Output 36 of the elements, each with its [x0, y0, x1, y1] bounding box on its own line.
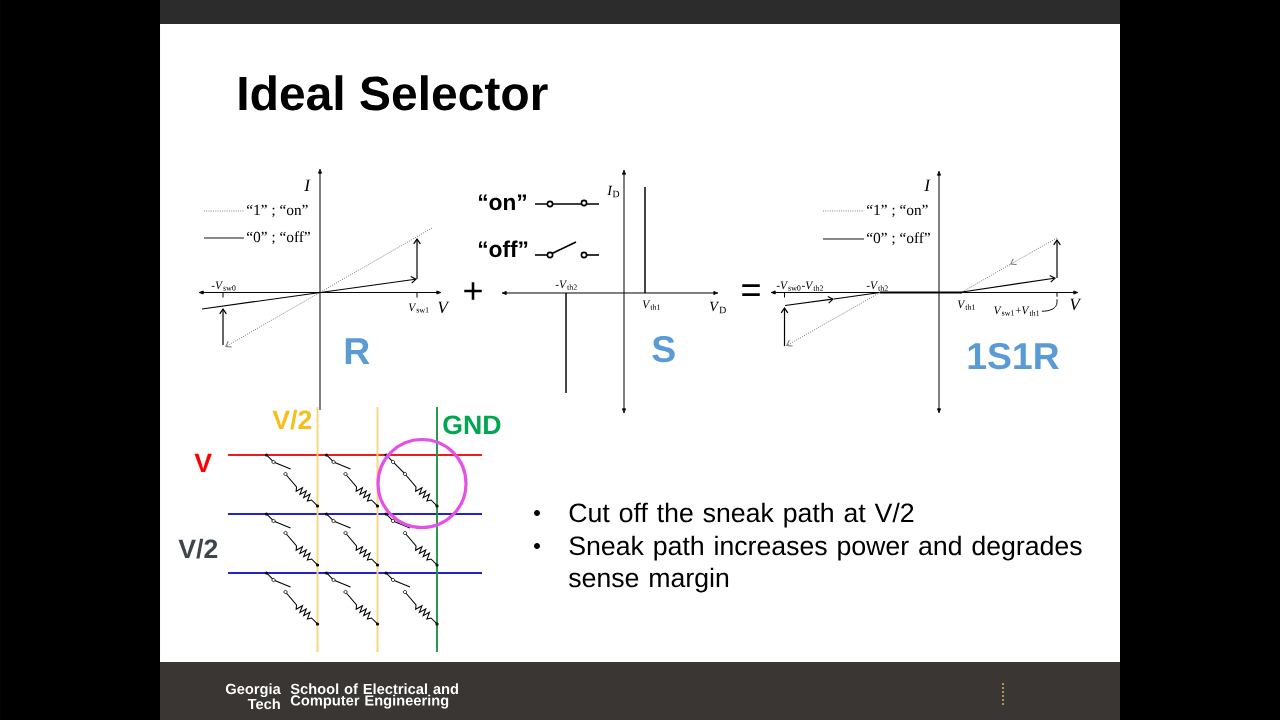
plus-sign: +	[464, 282, 482, 300]
device-label: 1S1R	[968, 342, 1059, 370]
tick-label: V$_{sw1}$+V$_{th1}$	[994, 306, 1040, 316]
voltage-label: V/2	[272, 409, 312, 430]
switch-label: “off”	[478, 240, 528, 258]
axis-label: I$_{D}$	[607, 185, 620, 198]
footer-text: Georgia Tech	[225, 683, 281, 710]
tick-label: V$_{th1}$	[642, 300, 660, 310]
legend-text: “0” ; “off”	[247, 231, 310, 245]
voltage-label: GND	[443, 415, 501, 435]
axis-label: I	[924, 179, 931, 191]
legend-text: “1” ; “on”	[247, 204, 308, 218]
bullet-text: Sneak path increases power and degrades sense margin	[569, 535, 1082, 593]
axis-label: I	[304, 179, 311, 191]
axis-label: V	[1070, 298, 1082, 311]
device-label: S	[652, 335, 675, 363]
legend-text: “0” ; “off”	[867, 232, 930, 246]
legend-text: “1” ; “on”	[867, 204, 928, 218]
tick-label: V$_{th1}$	[957, 300, 975, 310]
tick-label: -V$_{sw0}$	[211, 281, 236, 291]
axis-label: V	[438, 301, 450, 314]
device-label: R	[345, 338, 370, 364]
voltage-label: V	[194, 453, 212, 472]
axis-label: V$_{D}$	[710, 301, 726, 314]
equals-sign: =	[742, 284, 760, 296]
title: Ideal Selector	[239, 75, 548, 111]
voltage-label: V/2	[178, 538, 218, 559]
switch-label: “on”	[478, 194, 526, 211]
tick-label: -V$_{th2}$	[866, 281, 888, 291]
tick-label: -V$_{th2}$	[555, 280, 577, 290]
tick-label: -V$_{sw0}$-V$_{th2}$	[776, 281, 823, 291]
footer-text: School of Electrical and Computer Engineering	[290, 683, 458, 709]
tick-label: V$_{sw1}$	[408, 303, 429, 313]
leader-line	[1041, 301, 1058, 312]
bullet-text: Cut off the sneak path at V/2	[569, 502, 914, 528]
tick-mark	[1056, 292, 1058, 303]
